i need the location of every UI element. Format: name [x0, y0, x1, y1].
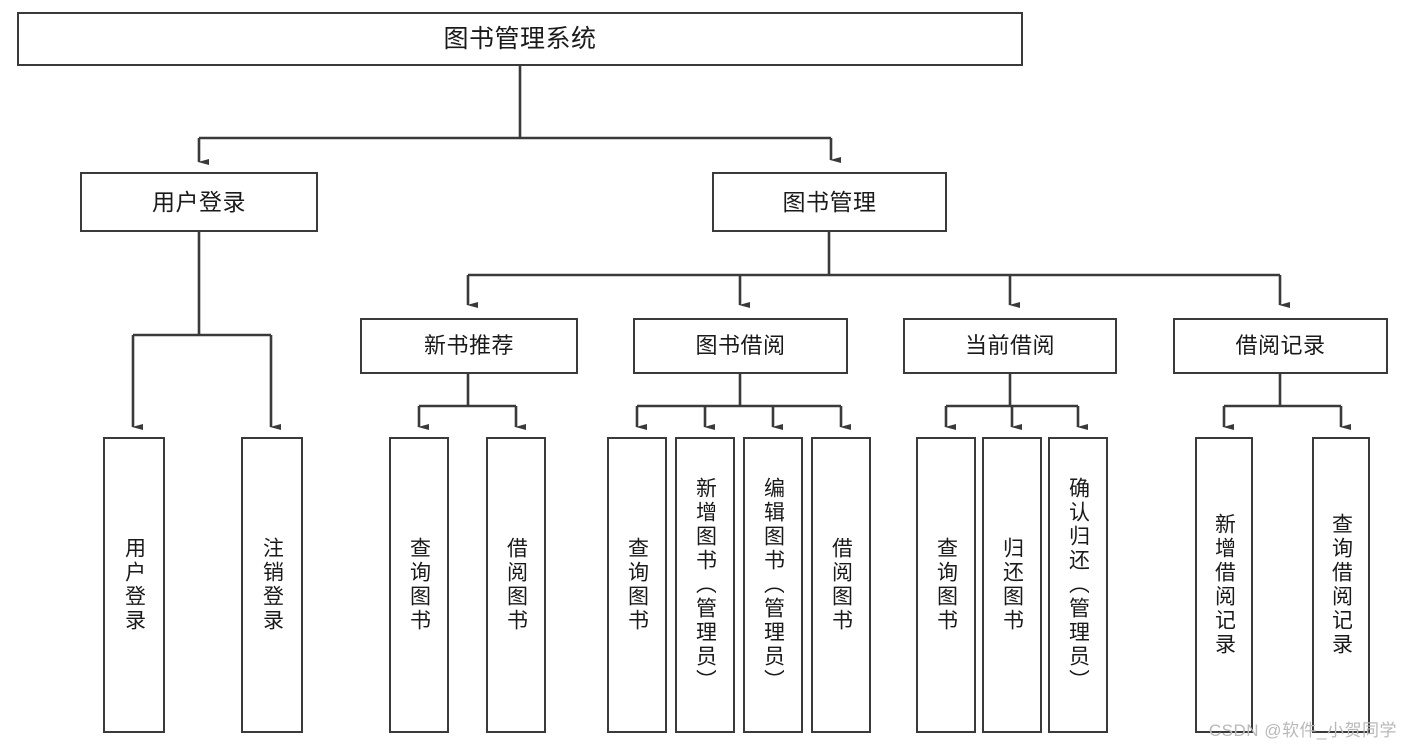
leaf-label: 归还图书: [1001, 537, 1023, 633]
leaf-label: 注销登录: [261, 537, 283, 633]
node-root[interactable]: 图书管理系统: [17, 12, 1023, 66]
leaf-label: 编辑图书（管理员）: [762, 477, 784, 693]
node-borrow-record-label: 借阅记录: [1235, 333, 1326, 359]
node-user-login-label: 用户登录: [152, 188, 246, 215]
node-new-book-recommend[interactable]: 新书推荐: [360, 318, 578, 374]
leaf-borrow-add-book-admin[interactable]: 新增图书（管理员）: [675, 437, 735, 733]
node-book-borrow-label: 图书借阅: [695, 333, 786, 359]
node-book-management[interactable]: 图书管理: [712, 172, 947, 232]
leaf-label: 查询图书: [408, 537, 430, 633]
leaf-record-add-record[interactable]: 新增借阅记录: [1195, 437, 1253, 733]
leaf-new-book-query[interactable]: 查询图书: [389, 437, 449, 733]
node-root-label: 图书管理系统: [443, 24, 597, 53]
leaf-borrow-borrow-book[interactable]: 借阅图书: [811, 437, 871, 733]
csdn-watermark: CSDN @软件_小贺同学: [1208, 721, 1397, 740]
leaf-new-book-borrow[interactable]: 借阅图书: [486, 437, 546, 733]
node-book-borrow[interactable]: 图书借阅: [633, 318, 848, 374]
leaf-current-query-book[interactable]: 查询图书: [916, 437, 976, 733]
leaf-user-login-login[interactable]: 用户登录: [103, 437, 165, 733]
node-current-borrow-label: 当前借阅: [964, 333, 1055, 359]
leaf-label: 查询图书: [935, 537, 957, 633]
node-user-login[interactable]: 用户登录: [80, 172, 318, 232]
leaf-borrow-query-book[interactable]: 查询图书: [607, 437, 667, 733]
node-new-book-recommend-label: 新书推荐: [423, 333, 514, 359]
node-borrow-record[interactable]: 借阅记录: [1173, 318, 1388, 374]
leaf-label: 查询图书: [626, 537, 648, 633]
leaf-label: 用户登录: [123, 537, 145, 633]
leaf-record-query-record[interactable]: 查询借阅记录: [1312, 437, 1370, 733]
node-book-management-label: 图书管理: [782, 188, 877, 215]
leaf-label: 借阅图书: [830, 537, 852, 633]
leaf-label: 查询借阅记录: [1330, 513, 1352, 657]
leaf-current-return-book[interactable]: 归还图书: [982, 437, 1042, 733]
leaf-label: 借阅图书: [505, 537, 527, 633]
leaf-user-login-logout[interactable]: 注销登录: [241, 437, 303, 733]
leaf-label: 新增图书（管理员）: [694, 477, 716, 693]
leaf-current-confirm-return-admin[interactable]: 确认归还（管理员）: [1048, 437, 1108, 733]
leaf-borrow-edit-book-admin[interactable]: 编辑图书（管理员）: [743, 437, 803, 733]
leaf-label: 新增借阅记录: [1213, 513, 1235, 657]
node-current-borrow[interactable]: 当前借阅: [903, 318, 1117, 374]
leaf-label: 确认归还（管理员）: [1067, 477, 1089, 693]
